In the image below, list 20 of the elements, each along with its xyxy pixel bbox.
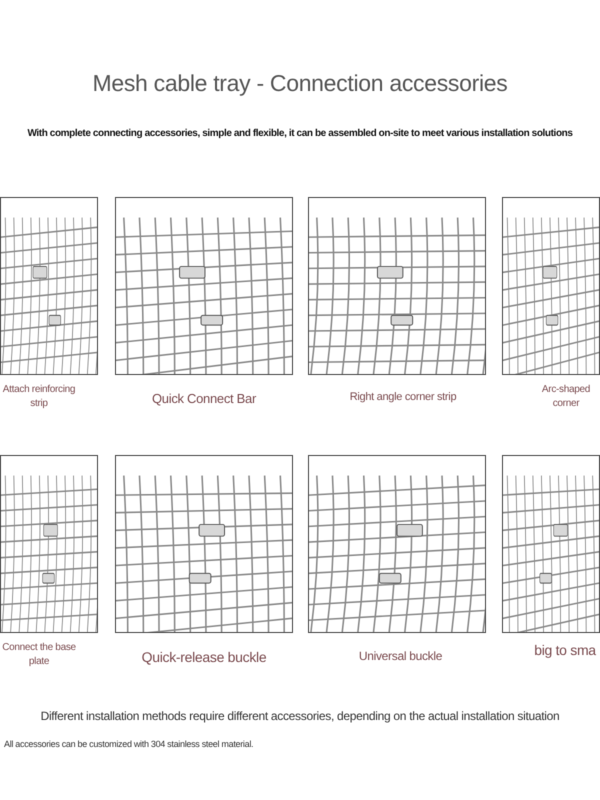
page-title: Mesh cable tray - Connection accessories [92,70,508,97]
wire-tray-drawing [115,455,293,633]
node-label: Attach reinforcing strip [2,383,76,410]
wire-tray-drawing [115,197,293,375]
wire-tray-drawing [0,455,98,633]
note: Different installation methods require different accessories, depending on the actual installation situation [40,709,560,723]
wire-tray-drawing [502,455,600,633]
note: All accessories can be customized with 304 stainless steel material. [3,739,254,749]
node-label: big to sma [533,641,597,660]
node-label: Quick-release buckle [140,648,268,667]
wire-tray-drawing [502,197,600,375]
node-label: Quick Connect Bar [150,390,258,408]
node-label: Connect the base plate [1,641,77,668]
wire-tray-drawing [308,197,486,375]
node-label: Arc-shaped corner [540,383,592,410]
node-label: Right angle corner strip [348,390,458,405]
wire-tray-drawing [308,455,486,633]
node-label: Universal buckle [358,648,444,664]
wire-tray-drawing [0,197,98,375]
subtitle: With complete connecting accessories, simple and flexible, it can be assembled on-site to meet various installation solutions [26,128,574,139]
